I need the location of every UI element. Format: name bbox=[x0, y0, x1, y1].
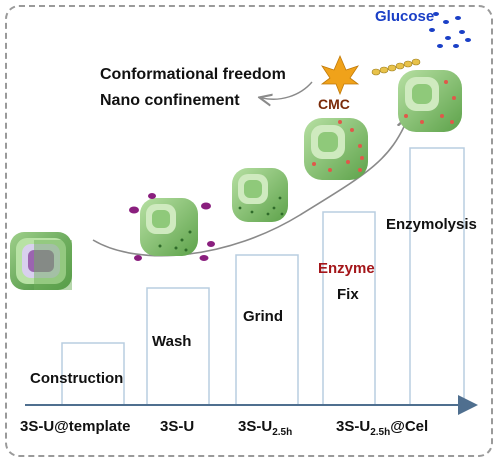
glucose-label: Glucose bbox=[375, 8, 435, 25]
axis-label-cel-sub: 2.5h bbox=[370, 427, 391, 438]
axis-label-3s-u-2-5h-sub: 2.5h bbox=[272, 427, 293, 438]
leaf-icon bbox=[320, 54, 360, 96]
bar-enzymolysis bbox=[409, 147, 465, 406]
step-label-wash: Wash bbox=[152, 333, 192, 350]
cmc-label: CMC bbox=[318, 96, 350, 112]
notes-arrow bbox=[262, 81, 313, 99]
dashed-frame bbox=[5, 5, 493, 457]
progress-curve bbox=[92, 118, 408, 257]
step-label-enzymolysis: Enzymolysis bbox=[386, 216, 477, 233]
bar-grind bbox=[235, 254, 299, 406]
cmc-chain bbox=[371, 58, 421, 76]
step-label-enzyme: Enzyme bbox=[318, 260, 375, 277]
enzyme-fixed-particle-icon bbox=[304, 118, 368, 180]
step-label-fix: Fix bbox=[337, 286, 359, 303]
axis-label-template: 3S-U@template bbox=[20, 418, 131, 435]
note-nano-confinement: Nano confinement bbox=[100, 92, 240, 109]
axis-label-3s-u-2-5h-cel: 3S-U2.5h@Cel bbox=[336, 418, 428, 438]
step-label-construction: Construction bbox=[30, 370, 124, 387]
note-conformational-freedom: Conformational freedom bbox=[100, 66, 286, 83]
bar-fix bbox=[322, 211, 376, 406]
axis-label-3s-u-2-5h-base: 3S-U bbox=[238, 418, 273, 435]
glucose-molecules bbox=[429, 12, 471, 48]
step-label-grind: Grind bbox=[243, 308, 283, 325]
washed-particle-icon bbox=[129, 193, 215, 261]
template-particle-icon bbox=[10, 232, 72, 290]
axis-label-3s-u: 3S-U bbox=[160, 418, 195, 435]
axis-label-cel-tail: @Cel bbox=[390, 418, 429, 435]
enzymolysis-particle-icon bbox=[398, 70, 462, 132]
axis-label-3s-u-2-5h: 3S-U2.5h bbox=[238, 418, 292, 438]
ground-particle-icon bbox=[232, 168, 288, 222]
axis-label-cel-base: 3S-U bbox=[336, 418, 371, 435]
